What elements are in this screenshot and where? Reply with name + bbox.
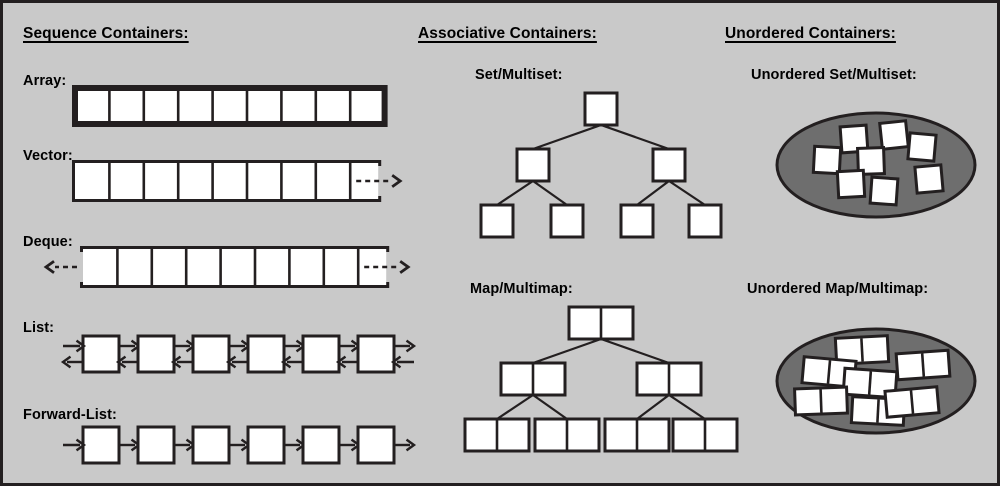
label-vector: Vector: (23, 148, 73, 164)
column-header-unordered: Unordered Containers: (725, 25, 896, 42)
vector-diagram (72, 160, 403, 202)
unordered-set-bag (775, 111, 977, 219)
arrow-head (280, 355, 292, 369)
list-node (81, 334, 121, 374)
connector-line (668, 394, 706, 420)
unordered-set-node-box (906, 131, 938, 163)
list-diagram (60, 334, 417, 374)
unordered-set-node (913, 163, 945, 195)
unordered-set-node (811, 144, 843, 176)
unordered-set-node-box (878, 119, 910, 151)
unordered-set-node (878, 119, 910, 151)
unordered-map-node (833, 334, 891, 366)
set-leaf-node (479, 203, 515, 239)
unordered-set-node (835, 168, 867, 200)
set-inner-node (651, 147, 687, 183)
arrow-head (170, 355, 182, 369)
arrow-head (43, 260, 55, 274)
forward-list-node (246, 425, 286, 465)
connector-line (532, 337, 602, 365)
unordered-map-node (883, 385, 941, 419)
unordered-set-node (868, 175, 900, 207)
unordered-set-node-box (835, 168, 867, 200)
set-multiset-tree (479, 91, 723, 239)
unordered-map-node-divider (867, 371, 873, 395)
arrow-head (75, 438, 87, 452)
array-frame (72, 85, 388, 127)
column-header-sequence: Sequence Containers: (23, 25, 189, 42)
map-multimap-tree (463, 305, 739, 453)
unordered-set-node-box (838, 123, 870, 155)
unordered-map-node-divider (860, 338, 864, 362)
unordered-map-node-divider (876, 399, 880, 423)
arrow-head (60, 355, 72, 369)
arrow-head (390, 355, 402, 369)
array-diagram (72, 85, 388, 127)
arrow-head (225, 355, 237, 369)
unordered-map-bag (775, 327, 977, 435)
unordered-map-node-divider (920, 353, 926, 377)
label-set-multiset: Set/Multiset: (475, 67, 563, 83)
connector-line (636, 394, 670, 420)
unordered-set-node-box (856, 146, 886, 176)
forward-list-diagram (63, 425, 417, 465)
arrow-head (115, 355, 127, 369)
connector-line (668, 180, 706, 206)
set-leaf-node (687, 203, 723, 239)
label-array: Array: (23, 73, 67, 89)
connector-line (496, 180, 534, 206)
arrow-head (405, 339, 417, 353)
set-root (583, 91, 619, 127)
deque-interior (83, 249, 387, 285)
label-map-multimap: Map/Multimap: (470, 281, 573, 297)
diagram-graphics (43, 85, 977, 465)
connector-line (636, 180, 670, 206)
forward-list-node (136, 425, 176, 465)
arrow-head (405, 438, 417, 452)
vector-interior (75, 163, 379, 199)
label-deque: Deque: (23, 234, 73, 250)
label-list: List: (23, 320, 55, 336)
list-node (356, 334, 396, 374)
column-header-associative: Associative Containers: (418, 25, 597, 42)
arrow-head (399, 260, 411, 274)
connector-line (532, 394, 568, 420)
list-node (246, 334, 286, 374)
deque-diagram (43, 246, 411, 288)
set-leaf-node (549, 203, 585, 239)
label-unordered-map-multimap: Unordered Map/Multimap: (747, 281, 929, 297)
arrow-head (391, 174, 403, 188)
unordered-set-node (906, 131, 938, 163)
arrow-head (335, 355, 347, 369)
set-inner-node (515, 147, 551, 183)
unordered-map-node-divider (909, 390, 915, 414)
connector-line (532, 180, 568, 206)
unordered-set-node-box (811, 144, 843, 176)
connector-line (496, 394, 534, 420)
arrow-head (75, 339, 87, 353)
unordered-set-node (838, 123, 870, 155)
forward-list-node (191, 425, 231, 465)
unordered-set-node (856, 146, 886, 176)
unordered-map-node-divider (819, 389, 823, 413)
connector-line (532, 123, 602, 151)
forward-list-node (356, 425, 396, 465)
connector-line (600, 337, 670, 365)
unordered-map-node (793, 385, 849, 417)
forward-list-node (301, 425, 341, 465)
list-node (301, 334, 341, 374)
list-node (136, 334, 176, 374)
unordered-map-node (894, 348, 952, 382)
label-unordered-set-multiset: Unordered Set/Multiset: (751, 67, 917, 83)
unordered-set-node-box (868, 175, 900, 207)
connector-line (600, 123, 670, 151)
label-forward-list: Forward-List: (23, 407, 117, 423)
unordered-map-node-divider (826, 360, 832, 384)
unordered-set-node-box (913, 163, 945, 195)
forward-list-node (81, 425, 121, 465)
set-leaf-node (619, 203, 655, 239)
list-node (191, 334, 231, 374)
